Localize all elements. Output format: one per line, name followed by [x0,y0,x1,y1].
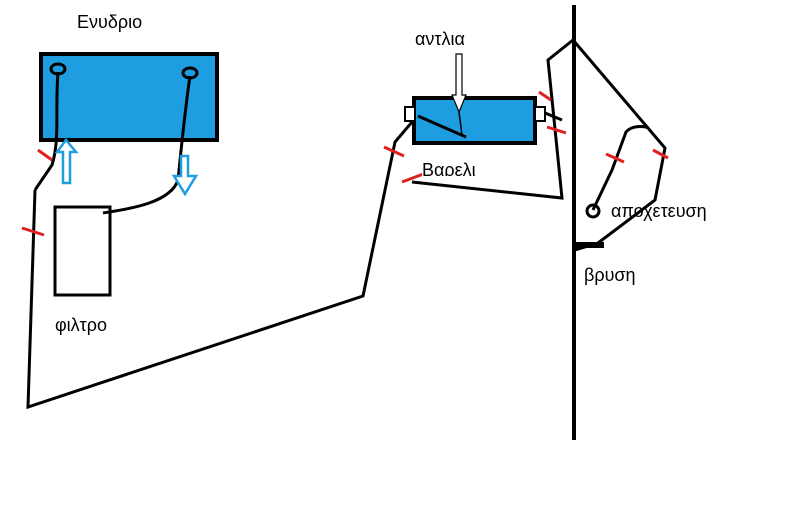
valve-marks [21,90,669,237]
pump-outlet-nozzle [534,106,546,122]
pump-label: αντλια [415,29,465,49]
valve-mark [37,148,53,162]
valve-mark [652,148,669,160]
tap-label: βρυση [584,265,636,285]
valve-mark [538,90,552,102]
filter-label: φιλτρο [55,315,108,335]
hose-filter-to-pump [26,121,414,410]
valve-mark [383,145,405,158]
valve-mark [21,226,45,237]
valve-mark [605,152,625,164]
pump-inlet-nozzle [404,106,416,122]
hose-drain-branch [591,125,649,211]
pump-body [412,96,537,145]
drain-port [585,203,601,219]
arrow-down-icon [171,154,199,197]
filter-body [53,205,112,297]
pump-pointer-arrow-icon [451,53,467,136]
barrel-label: Βαρελι [422,160,476,176]
drain-label: αποχετευση [611,201,707,221]
hose-pump-to-wall [544,111,563,122]
valve-mark [546,125,567,135]
aquarium-label: Ενυδριο [77,12,143,32]
tap-fixture [574,242,604,248]
hose-tank-to-filter [33,71,60,191]
arrow-up-icon [54,137,79,185]
pump-impeller-line [417,114,467,139]
